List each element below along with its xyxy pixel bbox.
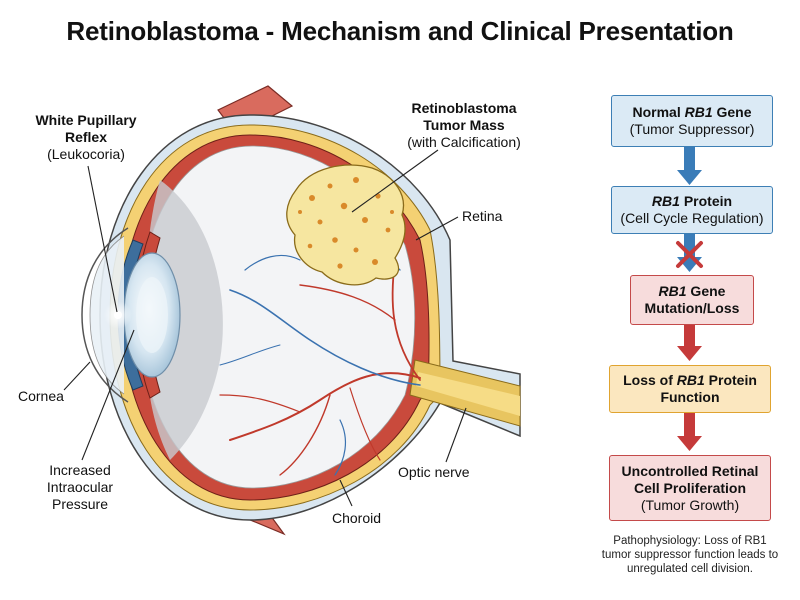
label-choroid: Choroid: [332, 510, 382, 526]
flow-step-sub: (Tumor Growth): [640, 496, 740, 513]
flow-step-sub: (Cell Cycle Regulation): [620, 210, 764, 226]
label-tumor-title: Retinoblastoma Tumor Mass: [411, 100, 517, 133]
flow-step-proliferation: Uncontrolled Retinal Cell Proliferation …: [609, 455, 771, 521]
label-retina: Retina: [462, 208, 503, 224]
flow-step-title: Uncontrolled Retinal Cell Proliferation: [621, 462, 759, 496]
flow-step-protein: RB1 Protein (Cell Cycle Regulation): [611, 186, 773, 234]
page-title: Retinoblastoma - Mechanism and Clinical …: [66, 16, 734, 46]
flow-step-title: RB1 Gene Mutation/Loss: [644, 283, 740, 316]
label-pupillary-reflex: White Pupillary Reflex (Leukocoria): [30, 112, 142, 163]
label-pressure: Increased Intraocular Pressure: [46, 462, 114, 512]
leader-cornea: [63, 361, 91, 391]
label-pupillary-title: White Pupillary Reflex: [35, 112, 137, 145]
block-cross-icon: [676, 241, 703, 268]
leader-pressure: [81, 329, 135, 461]
label-cornea: Cornea: [18, 388, 64, 404]
label-tumor-sub: (with Calcification): [407, 134, 521, 150]
leader-optic: [445, 407, 467, 463]
cornea: [81, 227, 129, 403]
label-tumor-mass: Retinoblastoma Tumor Mass (with Calcific…: [396, 100, 532, 151]
leader-retina: [415, 216, 459, 241]
flow-step-title: Normal RB1 Gene: [632, 104, 752, 120]
flow-step-mutation: RB1 Gene Mutation/Loss: [630, 275, 754, 325]
flow-step-title: RB1 Protein: [651, 193, 733, 209]
flow-connectors: [676, 147, 703, 451]
flow-step-title: Loss of RB1 Protein Function: [623, 372, 757, 405]
leader-choroid: [339, 479, 353, 507]
label-pupillary-sub: (Leukocoria): [47, 146, 125, 162]
flow-step-protein-loss: Loss of RB1 Protein Function: [609, 365, 771, 413]
leader-pupillary: [87, 165, 118, 313]
label-optic-nerve: Optic nerve: [398, 464, 470, 480]
pathophysiology-footnote: Pathophysiology: Loss of RB1 tumor suppr…: [601, 535, 779, 575]
vitreous-shadow: [145, 180, 223, 460]
flow-step-sub: (Tumor Suppressor): [629, 121, 755, 137]
flow-step-normal-gene: Normal RB1 Gene (Tumor Suppressor): [611, 95, 773, 147]
leader-tumor: [351, 149, 439, 213]
optic-nerve-core: [416, 372, 520, 416]
